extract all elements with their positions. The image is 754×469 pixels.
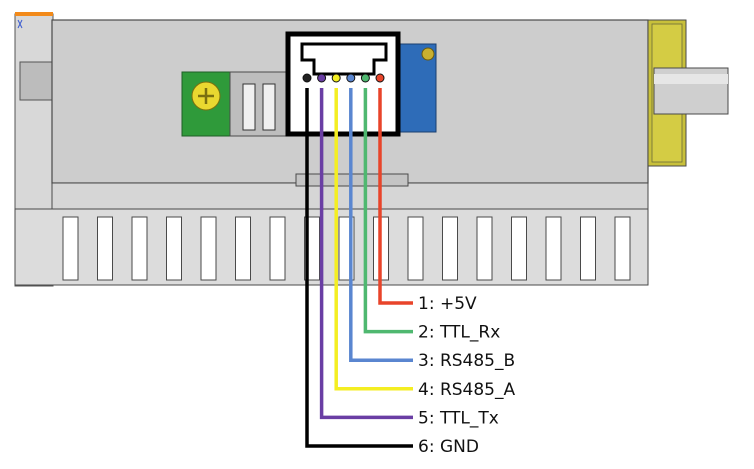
heatsink-fin — [97, 216, 113, 281]
pin-label: 5: TTL_Tx — [418, 408, 499, 428]
pin-wires — [305, 88, 413, 448]
pin-dot — [375, 73, 385, 83]
pin-label: 4: RS485_A — [418, 380, 515, 400]
pin-label: 1: +5V — [418, 294, 477, 314]
heatsink-fin — [580, 216, 596, 281]
pin-wire — [319, 88, 413, 420]
pin-wire — [334, 88, 413, 391]
axis-marker-icon — [17, 19, 23, 29]
pin-dot — [302, 73, 312, 83]
pin-wire — [349, 88, 413, 362]
pin-wire — [378, 88, 413, 305]
heatsink-fin — [511, 216, 527, 281]
heatsink-fin — [442, 216, 458, 281]
heatsink-fin — [235, 216, 251, 281]
terminal-block — [181, 71, 289, 137]
pin-label: 3: RS485_B — [418, 351, 515, 371]
pin-dot — [360, 73, 370, 83]
pin-dot — [317, 73, 327, 83]
pin-labels: 1: +5V 2: TTL_Rx 3: RS485_B 4: RS485_A 5: TT… — [418, 294, 515, 457]
pin-wire — [363, 88, 413, 334]
blue-connector — [395, 43, 437, 133]
heatsink-fin — [407, 216, 424, 281]
heatsink-fin — [62, 216, 79, 281]
heatsink-fin — [166, 216, 182, 281]
heatsink-fins — [62, 216, 631, 281]
pin-dot — [331, 73, 341, 83]
shaft-mount — [647, 19, 729, 167]
heatsink-fin — [131, 216, 148, 281]
pin-wire — [305, 88, 413, 448]
pin-label: 6: GND — [418, 437, 479, 457]
heatsink-fin — [614, 216, 631, 281]
pin-dot — [346, 73, 356, 83]
heatsink-fin — [545, 216, 562, 281]
pin-label: 2: TTL_Rx — [418, 323, 500, 343]
heatsink-fin — [476, 216, 493, 281]
pin-dots — [302, 73, 385, 83]
heatsink — [14, 182, 649, 286]
heatsink-fin — [200, 216, 217, 281]
heatsink-fin — [269, 216, 286, 281]
